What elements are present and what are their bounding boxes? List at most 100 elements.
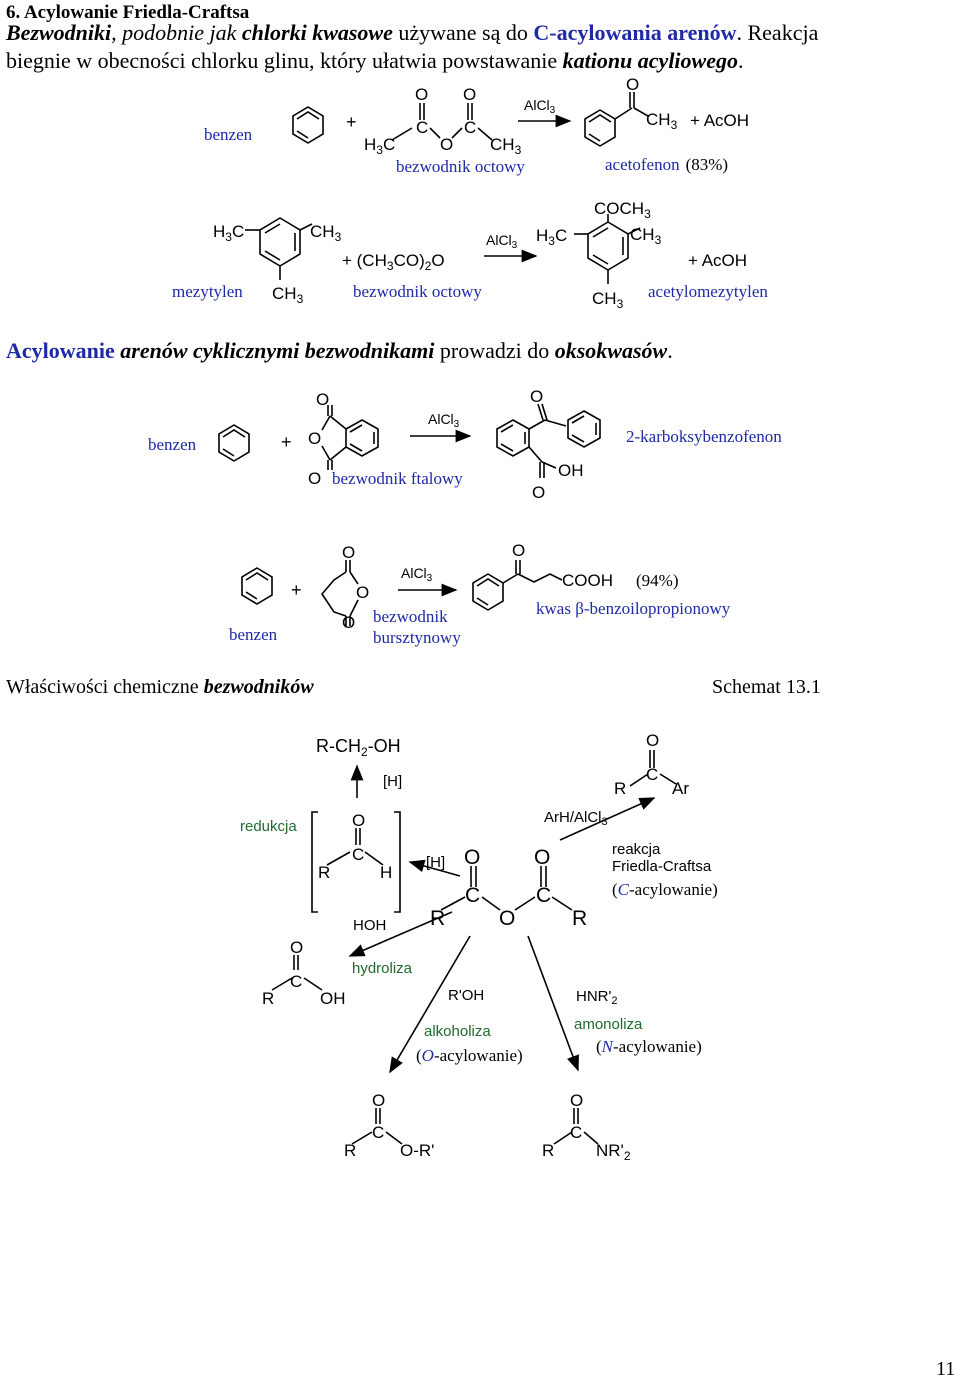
r2-pch-bottom-sub: 3	[617, 297, 624, 311]
properties-title: Właściwości chemiczne bezwodników	[6, 676, 314, 699]
r4-plus: +	[291, 580, 302, 600]
scheme-fc-3-open: (	[612, 880, 618, 899]
arrow-to-aldehyde	[408, 859, 461, 877]
scheme-alcohol: R-CH2-OH	[316, 736, 401, 759]
anhydride-o-right: O	[534, 846, 550, 869]
r4-reactant-name: benzen	[229, 625, 278, 644]
ester-o: O	[372, 1091, 385, 1110]
r3-product-o-bottom: O	[532, 483, 545, 502]
acid-bonds	[271, 955, 323, 991]
scheme-h-aldehyde: [H]	[426, 854, 445, 871]
acid-c: C	[290, 972, 302, 991]
aldehyde-c: C	[352, 845, 364, 864]
r4-product-name: kwas β-benzoilopropionowy	[536, 599, 731, 618]
r1-anhydride-name: bezwodnik octowy	[396, 157, 525, 176]
anhydride-r-right: R	[572, 907, 587, 930]
r4-pn-beta: β	[575, 599, 584, 618]
scheme-alcoholysis-label: alkoholiza	[424, 1023, 491, 1040]
benzene-ring-r1	[292, 106, 324, 144]
ester-r: R	[344, 1141, 356, 1160]
r1-reactant-name: benzen	[204, 125, 253, 144]
r2-alcl-sub: 3	[512, 240, 518, 251]
r2-reactant-name: mezytylen	[172, 282, 243, 301]
scheme-n-acyl-n: N	[601, 1037, 615, 1056]
succinic-anhydride-bonds	[320, 560, 359, 626]
intro-line-1: Bezwodniki, podobnie jak chlorki kwasowe…	[6, 20, 818, 46]
scheme-alcohol-b: -OH	[368, 736, 401, 756]
text-run: C-acylowania arenów	[533, 20, 737, 45]
text-run: prowadzi do	[434, 338, 555, 363]
scheme-roh: R'OH	[448, 987, 484, 1004]
r2-product-name: acetylomezytylen	[648, 282, 768, 301]
text-run: , podobnie jak	[111, 20, 242, 45]
benzoylpropionic-acid-bonds	[472, 560, 563, 611]
r1-o-bridge: O	[440, 135, 453, 154]
amide-c: C	[570, 1123, 582, 1142]
r1-h: H	[364, 135, 376, 154]
scheme-alcohol-sub: 2	[361, 745, 368, 759]
scheme-n-acyl-open: (	[596, 1037, 602, 1056]
r4-anhydride-name-1: bezwodnik	[373, 607, 448, 626]
r2-ch-right: CH	[310, 222, 335, 241]
r4-catalyst: AlCl3	[401, 565, 433, 584]
r2-ph-sub: 3	[548, 234, 555, 248]
acid-oh: OH	[320, 989, 346, 1008]
scheme-alcohol-a: R-CH	[316, 736, 361, 756]
arrow-to-acid	[348, 911, 453, 957]
ester-bonds	[351, 1108, 403, 1145]
carboxybenzophenone-bonds	[496, 403, 601, 478]
r2-pc: C	[555, 226, 567, 245]
r3-product-o-top: O	[530, 387, 543, 406]
r2-product-ch3-bottom: CH3	[592, 289, 624, 311]
r2-ch-right-sub: 3	[335, 230, 342, 244]
r1-c3: C	[464, 118, 476, 137]
r4-yield: (94%)	[636, 571, 678, 590]
r3-o-top: O	[316, 390, 329, 409]
r2-pch-right-sub: 3	[655, 233, 662, 247]
benzene-ring-r4	[241, 567, 273, 605]
text-run: arenów cyklicznymi bezwodnikami	[120, 338, 435, 363]
scheme-o-acyl-open: (	[416, 1046, 422, 1065]
r1-ch: CH	[490, 135, 515, 154]
scheme-o-acyl-rest: -acylowanie)	[434, 1046, 523, 1065]
ester-c: C	[372, 1123, 384, 1142]
ester-or: O-R'	[400, 1141, 434, 1160]
text-run: biegnie w obecności chlorku glinu, który…	[6, 48, 563, 73]
r1-yield: (83%)	[686, 155, 728, 174]
r1-c2: C	[416, 118, 428, 137]
bracket-left	[311, 811, 318, 913]
r2-h-left: H	[213, 222, 225, 241]
amide-r: R	[542, 1141, 554, 1160]
r2-pch-bottom: CH	[592, 289, 617, 308]
r3-o-ring: O	[308, 429, 321, 448]
r3-reactant-name: benzen	[148, 435, 197, 454]
amide-bonds	[553, 1108, 599, 1145]
ketone-ar: Ar	[672, 779, 689, 798]
anhydride-r-left: R	[430, 907, 445, 930]
r1-plus: +	[346, 112, 357, 132]
ketone-c: C	[646, 765, 658, 784]
r2-product-ch3-right: CH3	[630, 225, 662, 247]
text-run: .	[667, 338, 673, 363]
scheme-h-reduction: [H]	[383, 773, 402, 790]
r3-o-bottom: O	[308, 469, 321, 488]
aldehyde-o: O	[352, 811, 365, 830]
r4-o-ring: O	[356, 583, 369, 602]
r3-alcl: AlCl	[428, 411, 454, 427]
aldehyde-bonds	[326, 828, 384, 866]
r2-ch-bottom-sub: 3	[297, 292, 304, 306]
r3-alcl-sub: 3	[454, 419, 460, 430]
arrow-to-ester	[389, 935, 471, 1074]
r2-c-left: C	[232, 222, 244, 241]
r1-alcl-sub: 3	[550, 105, 556, 116]
acetic-anhydride-bonds	[391, 103, 493, 141]
arrow-to-ketone	[559, 797, 656, 841]
r2-coch-sub: 3	[644, 207, 651, 221]
r4-pn-post: -benzoilopropionowy	[584, 599, 731, 618]
arrow-to-amide	[527, 935, 579, 1072]
scheme-fc-3: (C-acylowanie)	[612, 880, 718, 899]
text-run: .	[737, 48, 744, 73]
r4-product-cooh: COOH	[562, 571, 613, 590]
r4-product-o: O	[512, 541, 525, 560]
